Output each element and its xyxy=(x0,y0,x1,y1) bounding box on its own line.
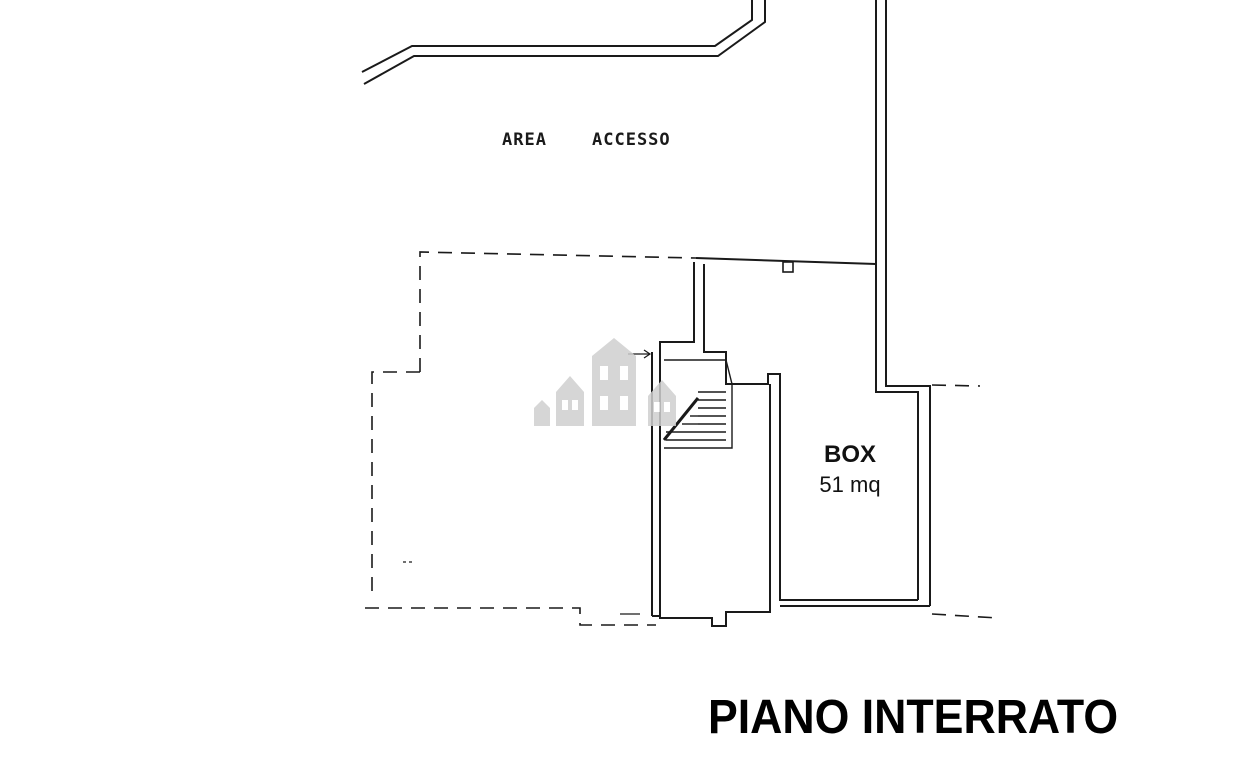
box-label-title: BOX xyxy=(824,441,876,468)
corridor-walls xyxy=(651,257,930,627)
staircase-icon xyxy=(662,359,733,449)
plan-title: PIANO INTERRATO xyxy=(708,691,1119,744)
right-access-wall xyxy=(875,0,931,606)
dashed-outline xyxy=(365,251,999,626)
top-boundary-wall xyxy=(361,0,766,85)
small-column-marker xyxy=(782,261,794,273)
houses-watermark-icon xyxy=(534,338,676,426)
area-label-word-2: ACCESSO xyxy=(592,130,671,150)
area-label-word-1: AREA xyxy=(502,130,547,150)
box-label-area: 51 mq xyxy=(819,472,880,497)
